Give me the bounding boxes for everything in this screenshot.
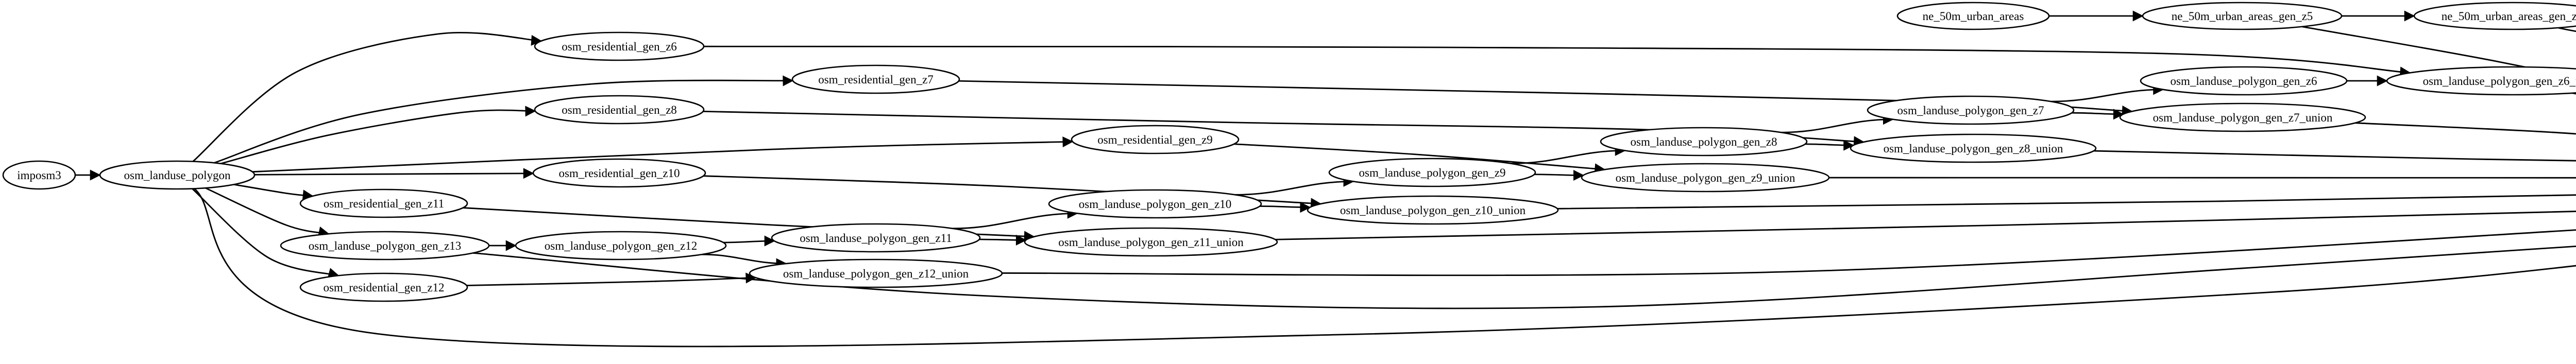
node-osm_landuse_polygon_gen_z7: osm_landuse_polygon_gen_z7 [1868, 96, 2074, 124]
edge-osm_residential_gen_z6-to-osm_landuse_polygon_gen_z6_union [704, 46, 2410, 73]
osm_landuse_polygon_gen_z8-label: osm_landuse_polygon_gen_z8 [1631, 135, 1777, 148]
edge-osm_landuse_polygon_gen_z8_union-to-layer_landuse-z8 [2094, 151, 2576, 162]
node-osm_landuse_polygon_gen_z10: osm_landuse_polygon_gen_z10 [1049, 190, 1261, 218]
osm_landuse_polygon-label: osm_landuse_polygon [124, 169, 231, 182]
osm_residential_gen_z10-label: osm_residential_gen_z10 [558, 167, 680, 180]
edge-osm_landuse_polygon_gen_z11-to-osm_landuse_polygon_gen_z11_union [979, 239, 1026, 240]
node-osm_landuse_polygon: osm_landuse_polygon [100, 161, 255, 189]
ne_50m_urban_areas-label: ne_50m_urban_areas [1923, 10, 2024, 23]
node-osm_residential_gen_z10: osm_residential_gen_z10 [533, 159, 705, 187]
edge-osm_landuse_polygon_gen_z7_union-to-layer_landuse-z7 [2355, 123, 2576, 146]
osm_landuse_polygon_gen_z10-label: osm_landuse_polygon_gen_z10 [1079, 198, 1231, 211]
osm_residential_gen_z12-label: osm_residential_gen_z12 [323, 281, 444, 294]
ne_50m_urban_areas_gen_z5-label: ne_50m_urban_areas_gen_z5 [2172, 10, 2313, 23]
osm_landuse_polygon_gen_z10_union-label: osm_landuse_polygon_gen_z10_union [1340, 204, 1526, 217]
node-imposm3: imposm3 [3, 161, 75, 189]
edge-osm_landuse_polygon_gen_z11-to-osm_landuse_polygon_gen_z10 [953, 213, 1077, 228]
edge-osm_landuse_polygon_gen_z9-to-osm_landuse_polygon_gen_z9_union [1534, 175, 1583, 176]
node-ne_50m_urban_areas_gen_z4: ne_50m_urban_areas_gen_z4 [2414, 3, 2576, 29]
osm_residential_gen_z8-label: osm_residential_gen_z8 [562, 103, 677, 116]
edge-osm_landuse_polygon_gen_z7-to-osm_landuse_polygon_gen_z7_union [2072, 113, 2123, 114]
osm_landuse_polygon_gen_z9_union-label: osm_landuse_polygon_gen_z9_union [1616, 171, 1795, 184]
edge-osm_landuse_polygon-to-osm_residential_gen_z8 [221, 110, 535, 164]
osm_landuse_polygon_gen_z9-label: osm_landuse_polygon_gen_z9 [1359, 166, 1506, 179]
node-osm_residential_gen_z9: osm_residential_gen_z9 [1072, 126, 1239, 153]
edge-osm_landuse_polygon-to-osm_residential_gen_z7 [214, 80, 793, 163]
osm_residential_gen_z11-label: osm_residential_gen_z11 [324, 197, 444, 210]
node-osm_residential_gen_z12: osm_residential_gen_z12 [300, 273, 467, 301]
node-osm_residential_gen_z7: osm_residential_gen_z7 [792, 65, 959, 93]
node-osm_landuse_polygon_gen_z8: osm_landuse_polygon_gen_z8 [1601, 128, 1807, 155]
osm_landuse_polygon_gen_z8_union-label: osm_landuse_polygon_gen_z8_union [1884, 142, 2063, 155]
node-osm_landuse_polygon_gen_z11_union: osm_landuse_polygon_gen_z11_union [1025, 228, 1277, 256]
osm_landuse_polygon_gen_z6_union-label: osm_landuse_polygon_gen_z6_union [2423, 75, 2576, 88]
osm_landuse_polygon_gen_z12_union-label: osm_landuse_polygon_gen_z12_union [783, 267, 969, 280]
osm_landuse_polygon_gen_z11-label: osm_landuse_polygon_gen_z11 [800, 232, 952, 245]
edge-osm_landuse_polygon_gen_z8-to-osm_landuse_polygon_gen_z7 [1782, 119, 1893, 133]
edge-osm_landuse_polygon_gen_z6_union-to-layer_landuse-z6 [2572, 93, 2576, 131]
osm_landuse_polygon_gen_z6-label: osm_landuse_polygon_gen_z6 [2171, 75, 2317, 88]
ne_50m_urban_areas_gen_z4-label: ne_50m_urban_areas_gen_z4 [2442, 10, 2576, 23]
osm_residential_gen_z6-label: osm_residential_gen_z6 [562, 40, 677, 53]
osm_landuse_polygon_gen_z13-label: osm_landuse_polygon_gen_z13 [309, 239, 461, 252]
node-ne_50m_urban_areas: ne_50m_urban_areas [1897, 3, 2049, 29]
node-osm_residential_gen_z11: osm_residential_gen_z11 [300, 189, 467, 217]
edge-osm_landuse_polygon_gen_z10-to-osm_landuse_polygon_gen_z9 [1235, 181, 1353, 195]
node-osm_landuse_polygon_gen_z9: osm_landuse_polygon_gen_z9 [1329, 159, 1535, 186]
edge-osm_landuse_polygon-to-osm_residential_gen_z11 [234, 184, 313, 196]
node-osm_landuse_polygon_gen_z6: osm_landuse_polygon_gen_z6 [2141, 67, 2347, 95]
osm_landuse_polygon_gen_z7-label: osm_landuse_polygon_gen_z7 [1897, 104, 2044, 117]
edge-osm_landuse_polygon_gen_z10-to-osm_landuse_polygon_gen_z10_union [1260, 206, 1310, 207]
edges-layer [75, 16, 2576, 346]
node-ne_50m_urban_areas_gen_z5: ne_50m_urban_areas_gen_z5 [2143, 3, 2342, 29]
edge-osm_landuse_polygon-to-osm_residential_gen_z6 [193, 32, 541, 161]
node-osm_landuse_polygon_gen_z12_union: osm_landuse_polygon_gen_z12_union [750, 259, 1002, 287]
imposm3-label: imposm3 [17, 169, 61, 182]
osm_landuse_polygon_gen_z7_union-label: osm_landuse_polygon_gen_z7_union [2153, 111, 2333, 124]
edge-osm_landuse_polygon_gen_z10_union-to-layer_landuse-z10 [1557, 194, 2576, 209]
osm_residential_gen_z9-label: osm_residential_gen_z9 [1097, 133, 1213, 146]
edge-osm_landuse_polygon_gen_z12-to-osm_landuse_polygon_gen_z12_union [702, 254, 786, 264]
edge-osm_landuse_polygon_gen_z8-to-osm_landuse_polygon_gen_z8_union [1805, 144, 1854, 145]
edge-osm_landuse_polygon-to-osm_landuse_polygon_gen_z13 [206, 188, 329, 234]
node-osm_landuse_polygon_gen_z8_union: osm_landuse_polygon_gen_z8_union [1851, 134, 2096, 162]
node-osm_residential_gen_z6: osm_residential_gen_z6 [535, 32, 704, 60]
node-osm_landuse_polygon_gen_z11: osm_landuse_polygon_gen_z11 [772, 224, 980, 252]
edge-osm_landuse_polygon_gen_z7-to-osm_landuse_polygon_gen_z6 [2051, 90, 2163, 101]
node-osm_residential_gen_z8: osm_residential_gen_z8 [535, 96, 704, 124]
edge-osm_landuse_polygon_gen_z9-to-osm_landuse_polygon_gen_z8 [1511, 150, 1625, 163]
osm_landuse_polygon_gen_z12-label: osm_landuse_polygon_gen_z12 [545, 239, 697, 252]
node-osm_landuse_polygon_gen_z7_union: osm_landuse_polygon_gen_z7_union [2120, 103, 2365, 131]
node-osm_landuse_polygon_gen_z9_union: osm_landuse_polygon_gen_z9_union [1582, 164, 1829, 192]
node-osm_landuse_polygon_gen_z10_union: osm_landuse_polygon_gen_z10_union [1308, 196, 1558, 224]
node-osm_landuse_polygon_gen_z12: osm_landuse_polygon_gen_z12 [516, 232, 726, 259]
osm_residential_gen_z7-label: osm_residential_gen_z7 [818, 73, 934, 86]
edge-osm_landuse_polygon-to-osm_residential_gen_z10 [255, 174, 533, 175]
node-osm_landuse_polygon_gen_z6_union: osm_landuse_polygon_gen_z6_union [2387, 67, 2576, 95]
node-osm_landuse_polygon_gen_z13: osm_landuse_polygon_gen_z13 [281, 232, 489, 259]
osm_landuse_polygon_gen_z11_union-label: osm_landuse_polygon_gen_z11_union [1058, 236, 1244, 249]
edge-osm_landuse_polygon_gen_z12-to-osm_landuse_polygon_gen_z11 [723, 241, 774, 242]
edge-osm_residential_gen_z12-to-osm_landuse_polygon_gen_z12_union [467, 278, 756, 285]
